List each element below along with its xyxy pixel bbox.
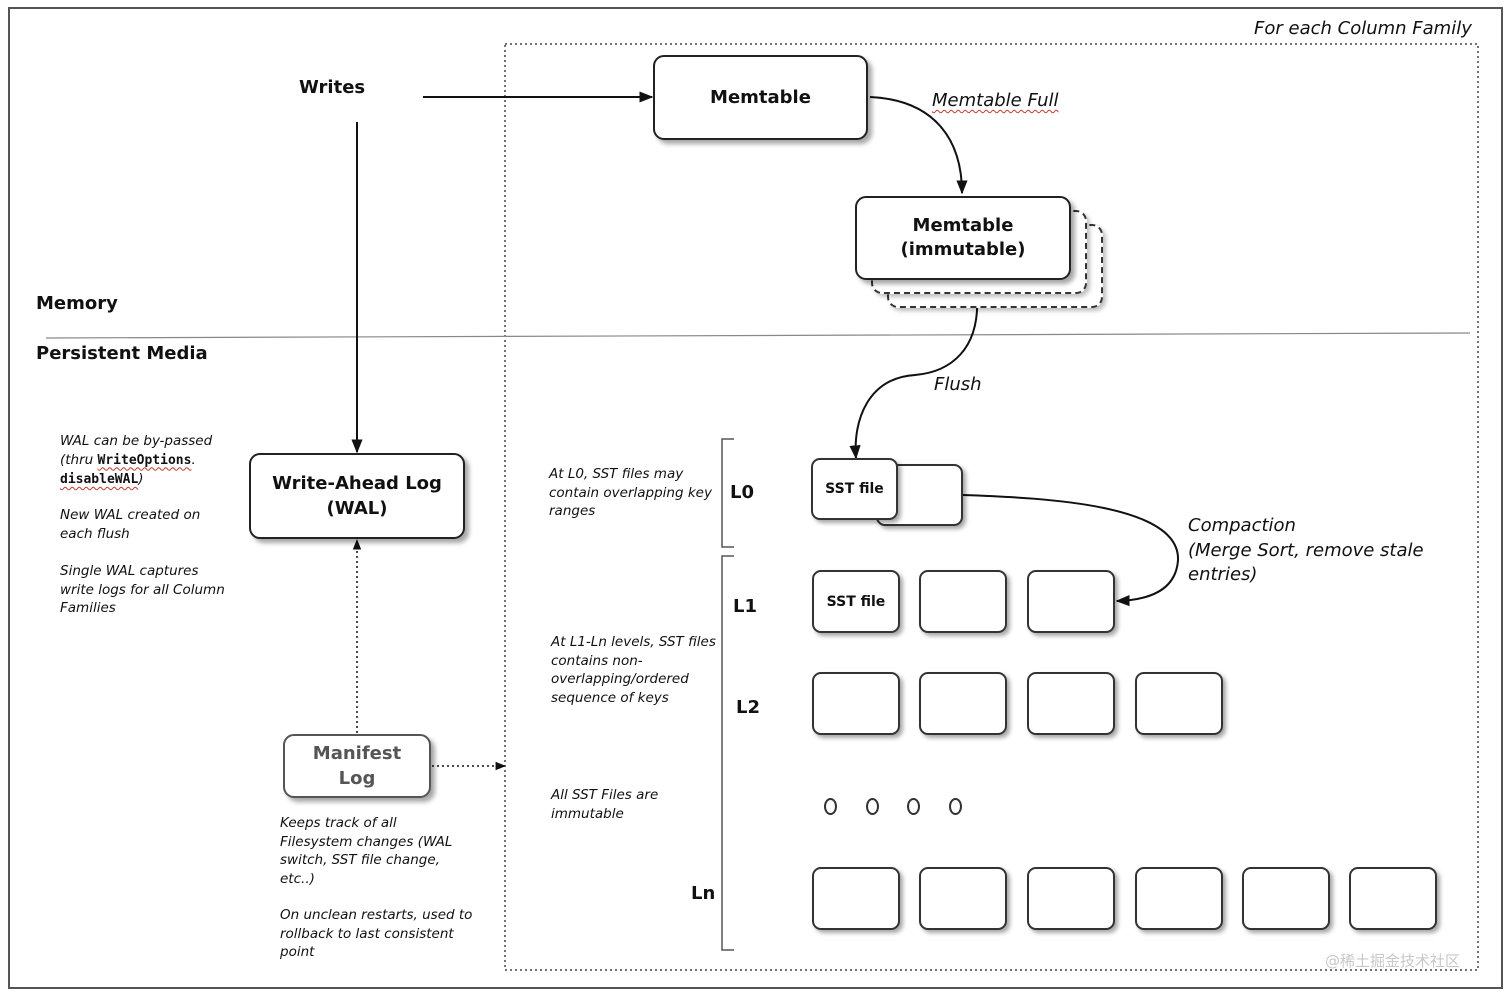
l1-sst-file-3 bbox=[1027, 570, 1115, 633]
level-ln-label: Ln bbox=[691, 883, 716, 904]
compaction-arrow bbox=[962, 494, 1180, 607]
l1-ln-bracket bbox=[721, 555, 734, 951]
watermark: @稀土掘金技术社区 bbox=[1325, 952, 1461, 970]
ellipsis-dot-1 bbox=[824, 798, 837, 815]
ln-sst-file-1 bbox=[812, 867, 900, 930]
wal-line2: (WAL) bbox=[326, 498, 388, 519]
manifest-restart-note: On unclean restarts, used to rollback to… bbox=[280, 907, 473, 960]
ellipsis-dot-3 bbox=[907, 798, 920, 815]
memtable-label: Memtable bbox=[710, 87, 811, 108]
ellipsis-dot-4 bbox=[949, 798, 962, 815]
level-l1-label: L1 bbox=[733, 596, 757, 617]
flush-label: Flush bbox=[934, 374, 982, 395]
l0-note: At L0, SST files may contain overlapping… bbox=[549, 466, 712, 519]
manifest-line2: Log bbox=[338, 768, 376, 789]
ln-sst-file-5 bbox=[1242, 867, 1330, 930]
manifest-tracks-note: Keeps track of all Filesystem changes (W… bbox=[280, 815, 453, 887]
l0-sst-file: SST file bbox=[811, 458, 898, 520]
wal-bypass-note: WAL can be by-passed (thru WriteOptions.… bbox=[60, 433, 213, 487]
memory-label: Memory bbox=[36, 293, 118, 314]
manifest-line1: Manifest bbox=[312, 743, 402, 764]
l2-sst-file-3 bbox=[1027, 672, 1115, 735]
level-l2-label: L2 bbox=[736, 697, 760, 718]
l2-sst-file-2 bbox=[919, 672, 1007, 735]
manifest-log-box: Manifest Log bbox=[283, 734, 431, 798]
ln-sst-file-3 bbox=[1027, 867, 1115, 930]
ellipsis-dot-2 bbox=[866, 798, 879, 815]
ln-sst-file-6 bbox=[1349, 867, 1437, 930]
wal-line1: Write-Ahead Log bbox=[272, 473, 442, 494]
immutable-memtable-line1: Memtable bbox=[912, 215, 1014, 236]
flush-arrow bbox=[849, 295, 979, 460]
immutable-memtable-box: Memtable (immutable) bbox=[855, 196, 1071, 280]
memtable-full-arrow bbox=[869, 96, 968, 195]
outer-frame bbox=[8, 7, 1503, 989]
single-wal-note: Single WAL captures write logs for all C… bbox=[60, 563, 225, 616]
memtable-box: Memtable bbox=[653, 55, 868, 140]
l2-sst-file-4 bbox=[1135, 672, 1223, 735]
immutable-sst-note: All SST Files are immutable bbox=[551, 787, 659, 822]
column-family-label: For each Column Family bbox=[1254, 18, 1472, 39]
wal-box: Write-Ahead Log (WAL) bbox=[249, 453, 465, 539]
l1-sst-file: SST file bbox=[812, 570, 900, 633]
ln-sst-file-4 bbox=[1135, 867, 1223, 930]
ln-sst-file-2 bbox=[919, 867, 1007, 930]
column-family-boundary bbox=[504, 43, 1479, 971]
l0-bracket bbox=[721, 438, 734, 548]
level-l0-label: L0 bbox=[730, 482, 754, 503]
memtable-full-label: Memtable Full bbox=[932, 90, 1059, 111]
l2-sst-file-1 bbox=[812, 672, 900, 735]
new-wal-note: New WAL created on each flush bbox=[60, 507, 201, 542]
l1-sst-file-2 bbox=[919, 570, 1007, 633]
l1-ln-note: At L1-Ln levels, SST files contains non-… bbox=[551, 634, 716, 706]
compaction-label: Compaction (Merge Sort, remove stale ent… bbox=[1188, 515, 1424, 585]
memory-divider bbox=[45, 332, 1471, 339]
immutable-memtable-line2: (immutable) bbox=[900, 239, 1026, 260]
writes-label: Writes bbox=[299, 77, 366, 98]
persistent-media-label: Persistent Media bbox=[36, 343, 208, 364]
